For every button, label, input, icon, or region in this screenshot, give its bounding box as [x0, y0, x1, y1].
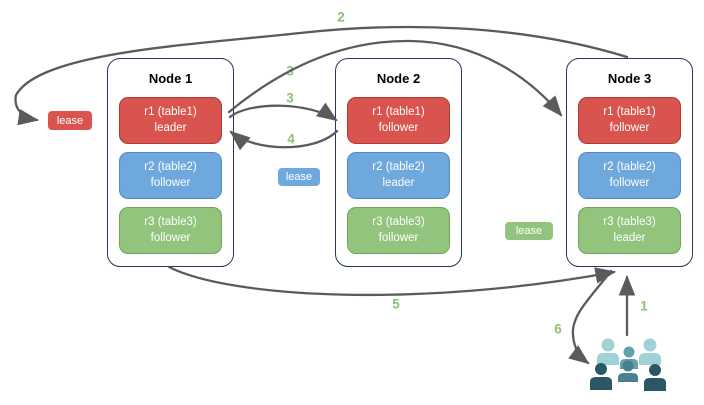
replica-name: r1 (table1)	[372, 106, 425, 119]
arrow-step3-replicate-to-node2	[228, 102, 338, 122]
person-icon	[590, 363, 612, 390]
replica-name: r2 (table2)	[372, 161, 425, 174]
node3-replica-r1: r1 (table1) follower	[578, 97, 681, 144]
replica-name: r2 (table2)	[144, 161, 197, 174]
replica-role: leader	[382, 176, 415, 189]
node-title: Node 3	[607, 71, 652, 86]
replica-role: follower	[150, 231, 191, 244]
replica-name: r3 (table3)	[144, 216, 197, 229]
node-title: Node 1	[148, 71, 193, 86]
node2-replica-r3: r3 (table3) follower	[347, 207, 450, 254]
step-label-3-replication-node3: 3	[286, 63, 294, 79]
node1-replica-r2: r2 (table2) follower	[119, 152, 222, 199]
lease-badge-r1: lease	[48, 111, 92, 130]
arrow-step5-respond-to-node3	[167, 265, 617, 297]
node2-replica-r1: r1 (table1) follower	[347, 97, 450, 144]
node3-replica-r2: r2 (table2) follower	[578, 152, 681, 199]
node3-replica-r3: r3 (table3) leader	[578, 207, 681, 254]
node-box-2: Node 2 r1 (table1) follower r2 (table2) …	[335, 58, 462, 267]
replica-name: r2 (table2)	[603, 161, 656, 174]
person-icon	[644, 364, 666, 391]
step-label-5: 5	[392, 296, 400, 312]
users-group-icon	[590, 338, 666, 391]
node-title: Node 2	[376, 71, 421, 86]
replica-role: follower	[609, 121, 650, 134]
replica-name: r3 (table3)	[603, 216, 656, 229]
node2-replica-r2: r2 (table2) leader	[347, 152, 450, 199]
replica-name: r3 (table3)	[372, 216, 425, 229]
replica-role: follower	[378, 121, 419, 134]
node-box-3: Node 3 r1 (table1) follower r2 (table2) …	[566, 58, 693, 267]
step-label-2: 2	[337, 9, 345, 25]
lease-badge-r2: lease	[278, 168, 320, 186]
step-label-1: 1	[640, 298, 648, 314]
lease-badge-r3: lease	[505, 222, 553, 240]
node1-replica-r1: r1 (table1) leader	[119, 97, 222, 144]
step-label-3-replication-node2: 3	[286, 90, 294, 106]
node1-replica-r3: r3 (table3) follower	[119, 207, 222, 254]
step-label-4: 4	[287, 131, 295, 147]
replica-role: follower	[150, 176, 191, 189]
person-icon	[618, 360, 638, 382]
node-box-1: Node 1 r1 (table1) leader r2 (table2) fo…	[107, 58, 234, 267]
arrow-step4-ack-to-leader	[229, 129, 339, 151]
replica-role: leader	[613, 231, 646, 244]
step-label-6: 6	[554, 321, 562, 337]
replica-role: leader	[154, 121, 187, 134]
person-icon	[597, 338, 619, 365]
replica-role: follower	[609, 176, 650, 189]
replica-name: r1 (table1)	[603, 106, 656, 119]
replica-role: follower	[378, 231, 419, 244]
person-icon	[639, 338, 661, 365]
replica-name: r1 (table1)	[144, 106, 197, 119]
